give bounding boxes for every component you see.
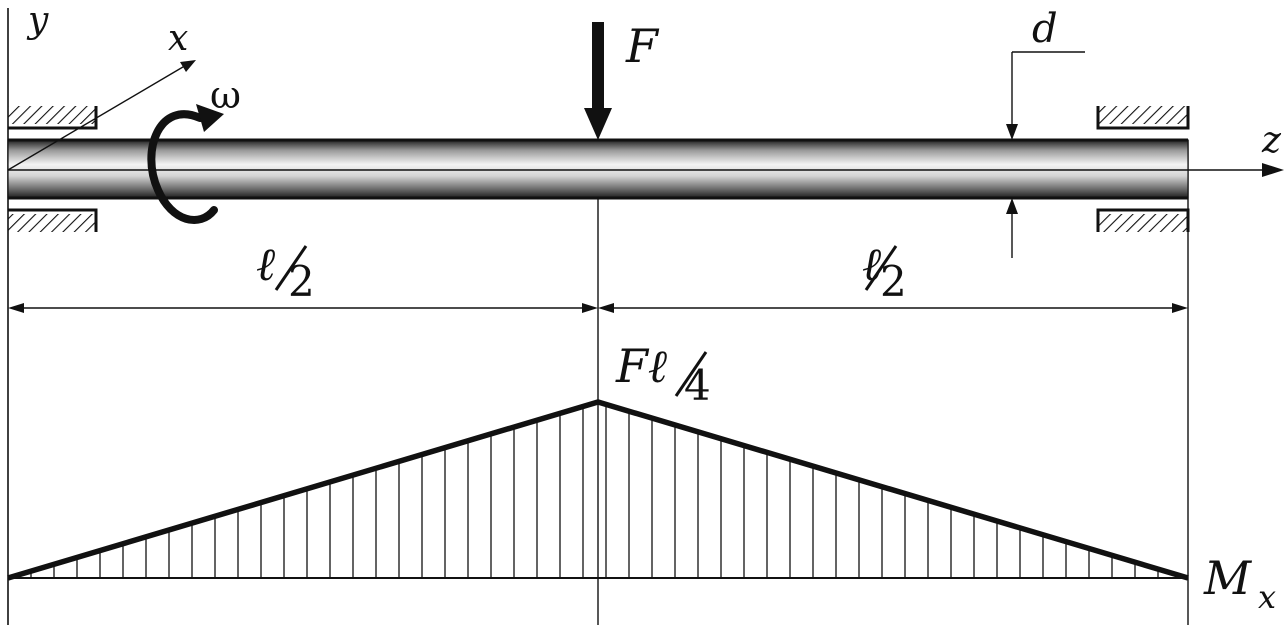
curved-arrow-icon <box>147 104 224 224</box>
axis-z-label: z <box>1261 120 1282 161</box>
omega-label: ω <box>210 73 241 117</box>
moment-label: M x <box>1203 551 1276 616</box>
span-left-label: ℓ 2 <box>256 237 315 306</box>
shaft <box>7 139 1189 199</box>
svg-text:x: x <box>1258 578 1276 616</box>
x-axis-line <box>7 63 189 171</box>
z-axis-arrow-icon <box>1262 163 1284 177</box>
x-axis-arrow-icon <box>180 60 196 72</box>
arrow-down-icon <box>584 22 612 140</box>
svg-text:M: M <box>1203 551 1253 605</box>
force-label: F <box>625 19 660 73</box>
svg-text:ℓ: ℓ <box>862 237 882 291</box>
axis-x-label: x <box>168 18 188 59</box>
diameter-dimension <box>1006 51 1085 258</box>
moment-hatching <box>30 404 1182 578</box>
svg-text:Fℓ: Fℓ <box>615 339 668 393</box>
moment-outline <box>7 399 1189 581</box>
span-dimension <box>8 303 1188 313</box>
peak-moment-label: Fℓ 4 <box>615 339 711 410</box>
span-right-label: ℓ 2 <box>862 237 907 306</box>
left-support-bottom <box>8 208 98 232</box>
axis-y-label: y <box>26 0 49 41</box>
svg-text:2: 2 <box>880 257 907 306</box>
svg-text:4: 4 <box>684 361 711 410</box>
right-support-bottom <box>1096 208 1190 232</box>
svg-text:2: 2 <box>288 257 315 306</box>
svg-text:ℓ: ℓ <box>256 237 276 291</box>
diameter-label: d <box>1032 6 1058 52</box>
right-support-top <box>1096 106 1190 130</box>
left-support-top <box>8 106 98 130</box>
